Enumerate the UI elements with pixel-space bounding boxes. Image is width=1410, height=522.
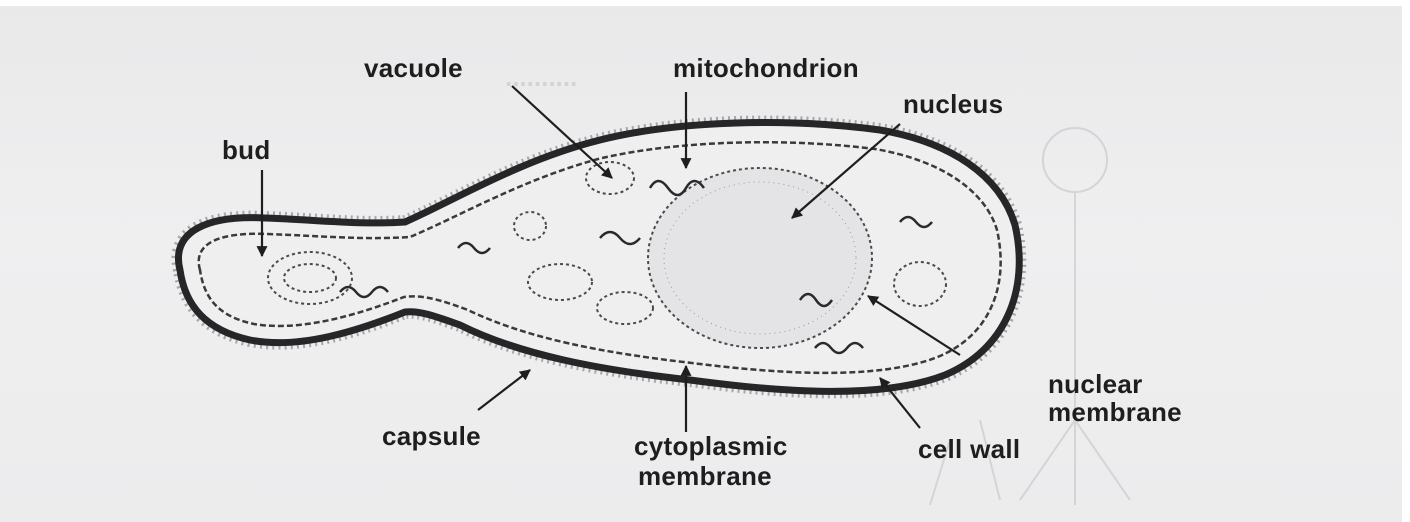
label-cell-wall: cell wall — [918, 435, 1020, 463]
label-nucleus: nucleus — [903, 90, 1003, 118]
capsule-arrow — [478, 370, 530, 410]
nucleus-shape — [648, 168, 872, 348]
label-mitochondrion: mitochondrion — [673, 54, 859, 82]
cell-wall-outline — [178, 123, 1019, 392]
label-nuclear-membrane-line2: membrane — [1048, 398, 1182, 426]
label-nuclear-membrane-line1: nuclear — [1048, 370, 1143, 398]
label-cytoplasmic-membrane-line1: cytoplasmic — [634, 432, 788, 460]
label-vacuole: vacuole — [364, 54, 463, 82]
label-capsule: capsule — [382, 422, 481, 450]
label-bud: bud — [222, 136, 271, 164]
label-cytoplasmic-membrane-line2: membrane — [638, 462, 772, 490]
